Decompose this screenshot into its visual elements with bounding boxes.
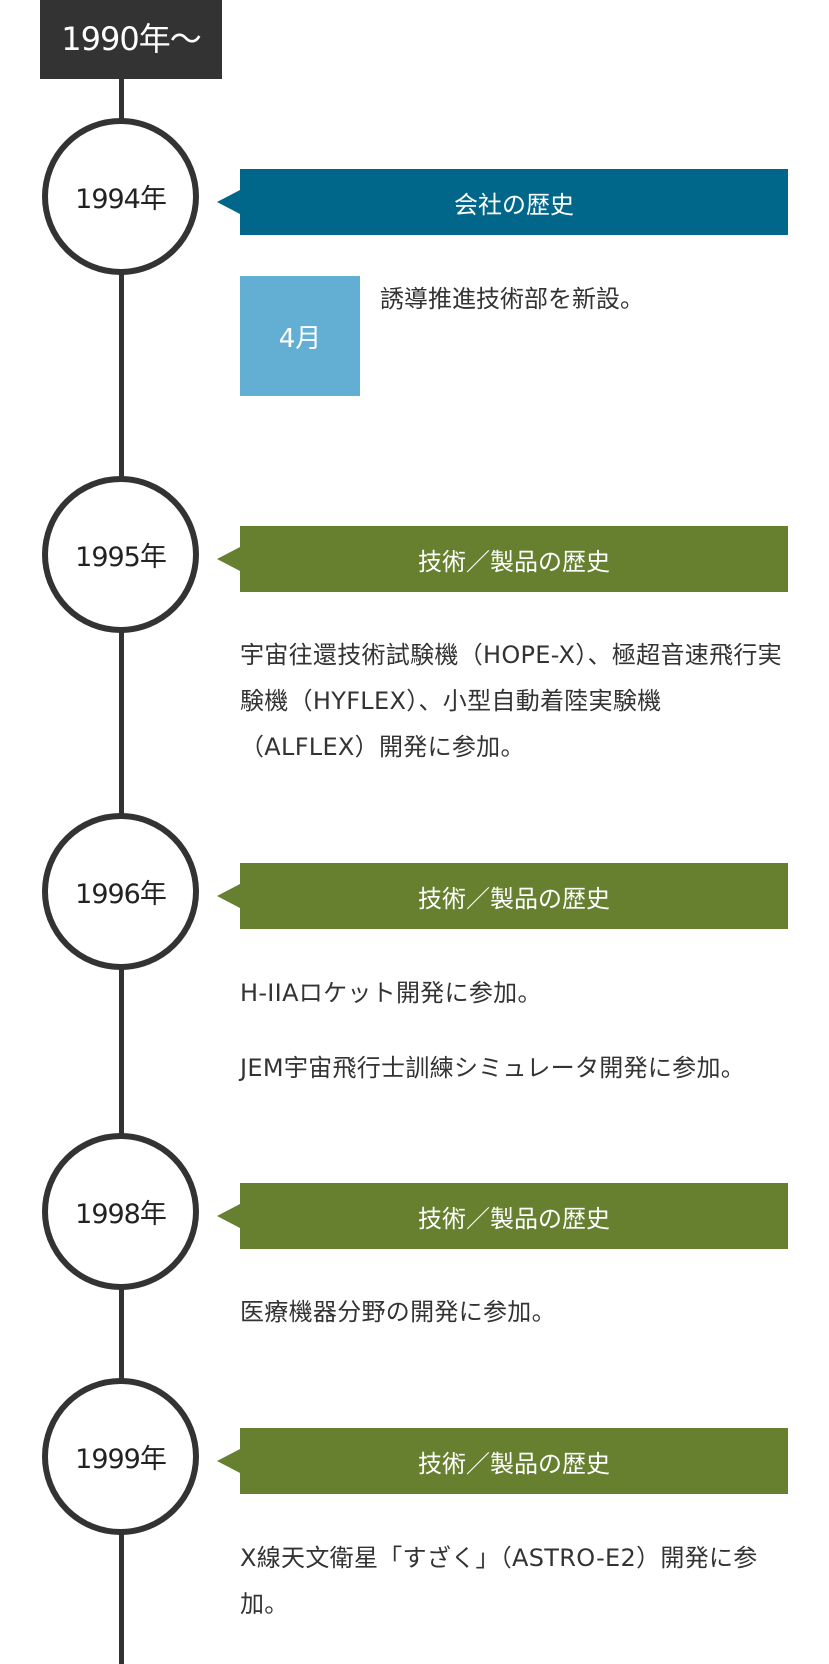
category-banner-tech-history: 技術／製品の歴史 [217, 1183, 788, 1249]
history-entry-text: 医療機器分野の開発に参加。 [240, 1298, 556, 1326]
banner-pointer [217, 884, 240, 908]
history-entry-text: X線天文衛星「すざく」（ASTRO-E2）開発に参加。 [240, 1544, 758, 1618]
banner-pointer [217, 1449, 240, 1473]
category-banner-tech-history: 技術／製品の歴史 [217, 1428, 788, 1494]
category-label: 技術／製品の歴史 [418, 884, 610, 913]
year-marker-1994: 1994年 [42, 118, 199, 275]
year-marker-1996: 1996年 [42, 813, 199, 970]
history-entry-text: 誘導推進技術部を新設。 [380, 285, 644, 313]
year-marker-1998: 1998年 [42, 1133, 199, 1290]
category-label: 技術／製品の歴史 [418, 547, 610, 576]
banner-pointer [217, 547, 240, 571]
month-badge: 4月 [240, 276, 360, 396]
category-label: 技術／製品の歴史 [418, 1449, 610, 1478]
category-banner-company-history: 会社の歴史 [217, 169, 788, 235]
era-label: 1990年〜 [40, 0, 222, 79]
year-marker-1995: 1995年 [42, 476, 199, 633]
category-banner-tech-history: 技術／製品の歴史 [217, 526, 788, 592]
banner-pointer [217, 1204, 240, 1228]
banner-pointer [217, 190, 240, 214]
category-banner-tech-history: 技術／製品の歴史 [217, 863, 788, 929]
history-entry-text: 宇宙往還技術試験機（HOPE-X）、極超音速飛行実験機（HYFLEX）、小型自動… [240, 641, 782, 761]
category-label: 会社の歴史 [454, 190, 574, 219]
history-entry-text: JEM宇宙飛行士訓練シミュレータ開発に参加。 [240, 1054, 746, 1082]
history-entry-text: H-IIAロケット開発に参加。 [240, 979, 542, 1007]
category-label: 技術／製品の歴史 [418, 1204, 610, 1233]
year-marker-1999: 1999年 [42, 1378, 199, 1535]
